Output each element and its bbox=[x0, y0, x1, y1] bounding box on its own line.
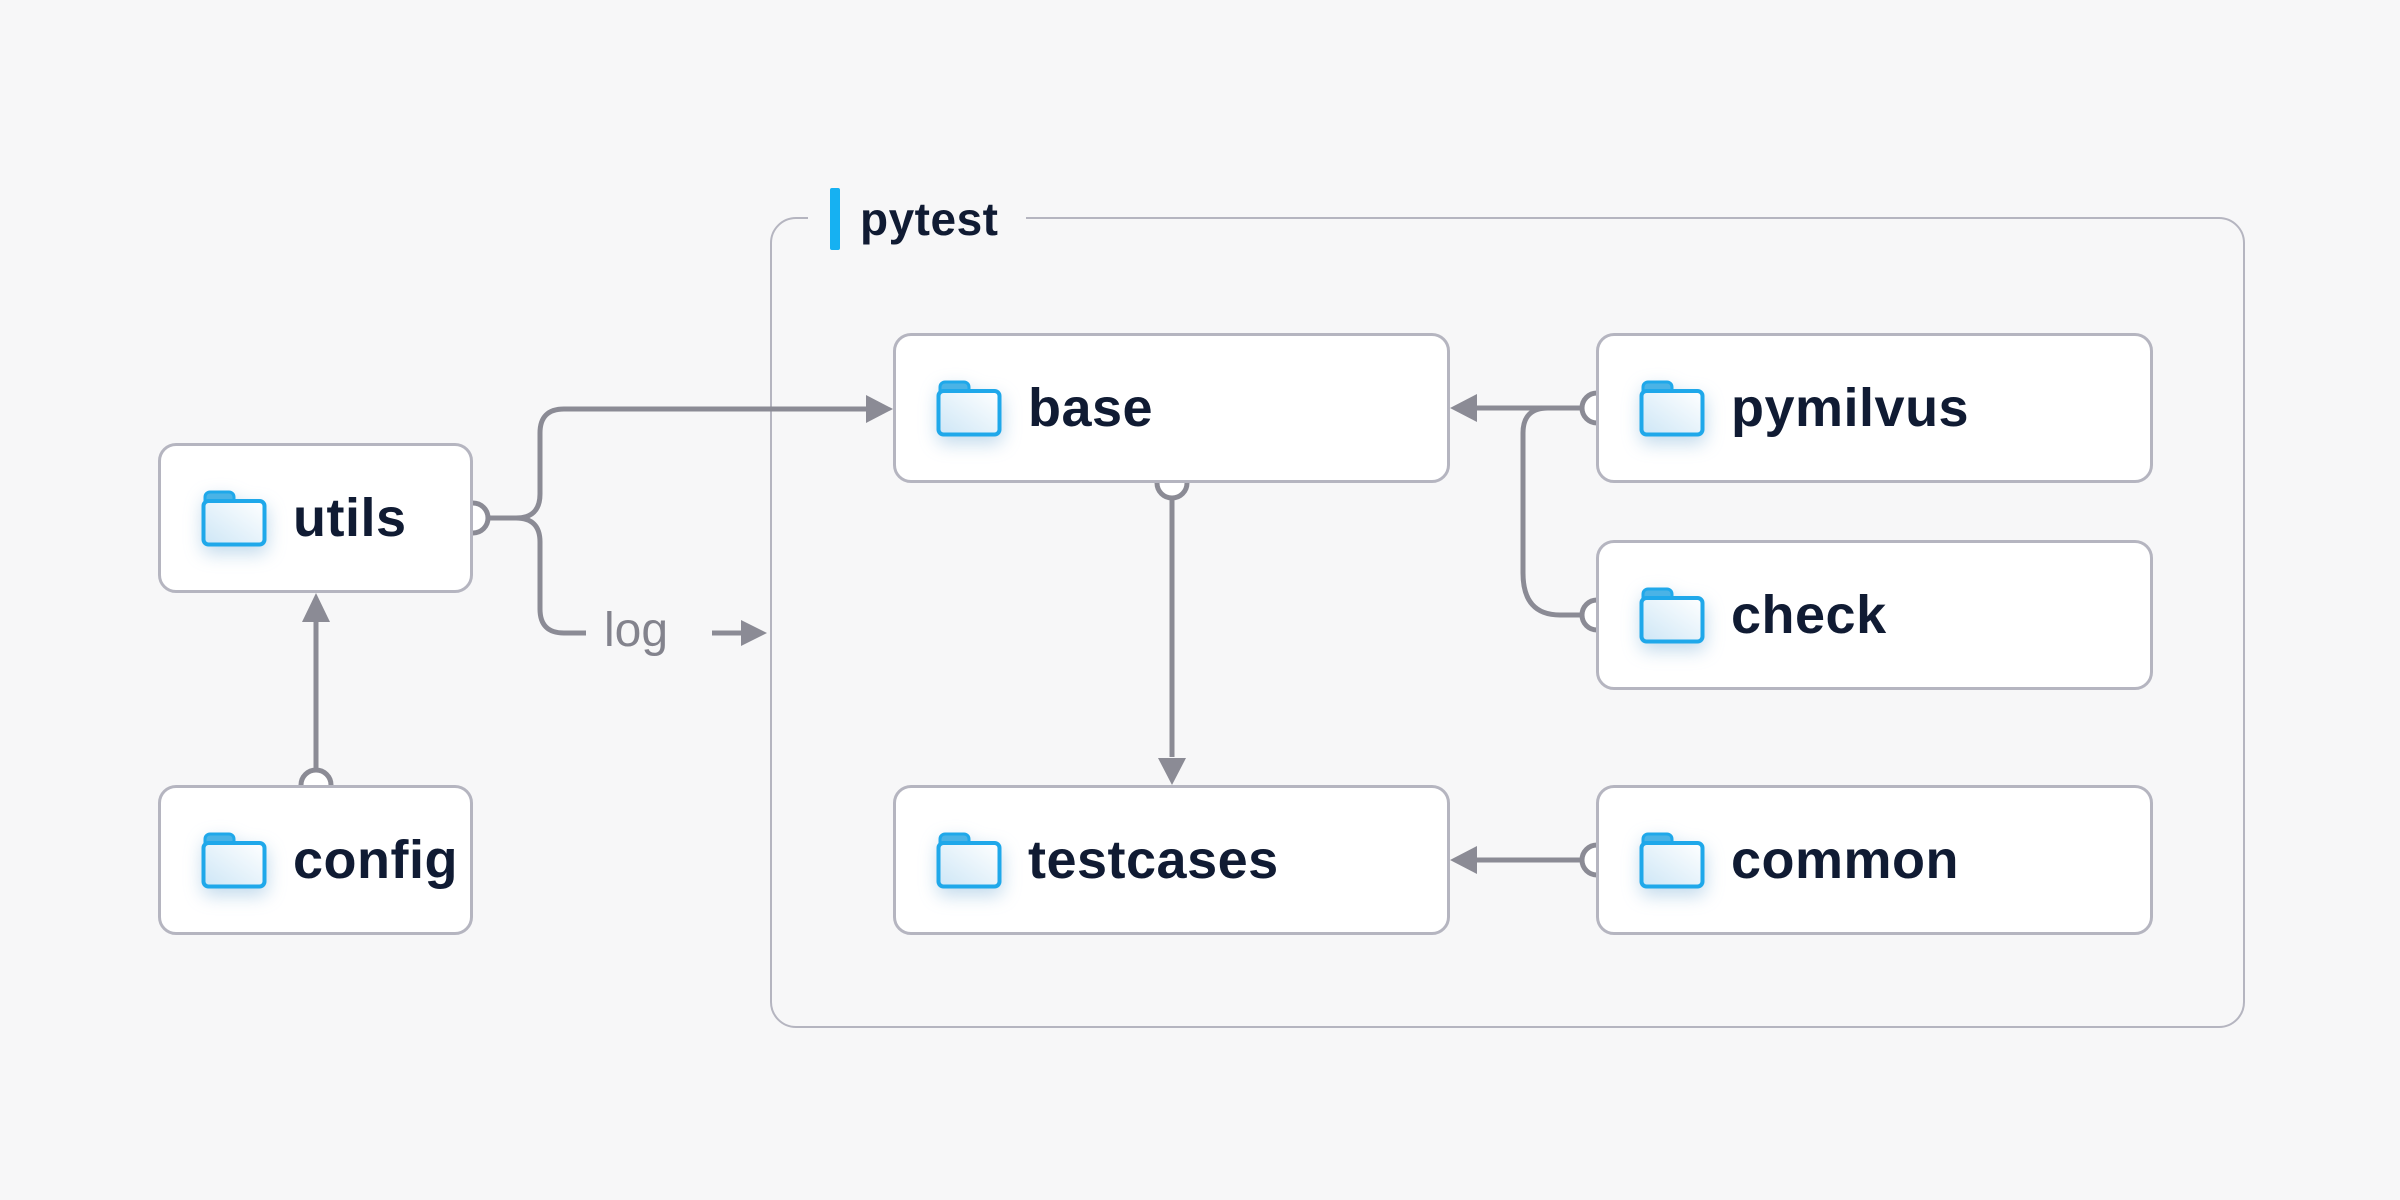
folder-icon bbox=[936, 379, 1002, 437]
arrowhead-into-utils-icon bbox=[302, 593, 330, 622]
node-check-label: check bbox=[1731, 585, 1887, 645]
pytest-group-container: pytest bbox=[770, 188, 2245, 1028]
node-common: common bbox=[1596, 785, 2153, 935]
node-testcases-label: testcases bbox=[1028, 830, 1279, 890]
node-config-label: config bbox=[293, 830, 458, 890]
node-check: check bbox=[1596, 540, 2153, 690]
node-pymilvus: pymilvus bbox=[1596, 333, 2153, 483]
node-utils: utils bbox=[158, 443, 473, 593]
edge-utils-log-line bbox=[488, 515, 586, 636]
folder-icon bbox=[1639, 379, 1705, 437]
node-config: config bbox=[158, 785, 473, 935]
accent-bar-icon bbox=[830, 188, 840, 250]
node-pymilvus-label: pymilvus bbox=[1731, 378, 1970, 438]
folder-icon bbox=[201, 831, 267, 889]
folder-icon bbox=[1639, 586, 1705, 644]
node-testcases: testcases bbox=[893, 785, 1450, 935]
node-utils-label: utils bbox=[293, 488, 407, 548]
node-base-label: base bbox=[1028, 378, 1154, 438]
pytest-group-label: pytest bbox=[808, 188, 1027, 250]
edge-label-log: log bbox=[604, 604, 669, 657]
folder-icon bbox=[936, 831, 1002, 889]
pytest-group-title: pytest bbox=[860, 193, 999, 245]
node-base: base bbox=[893, 333, 1450, 483]
folder-icon bbox=[1639, 831, 1705, 889]
folder-icon bbox=[201, 489, 267, 547]
log-arrowhead-icon bbox=[741, 620, 767, 646]
node-common-label: common bbox=[1731, 830, 1960, 890]
